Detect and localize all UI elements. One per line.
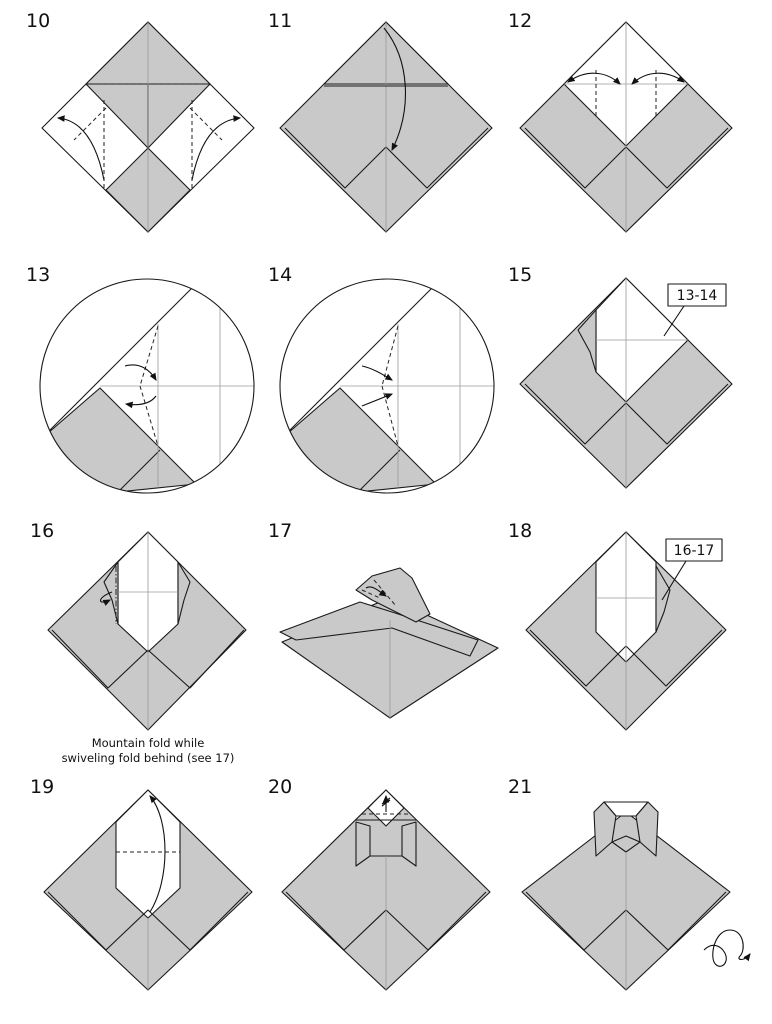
step-number: 13 (26, 264, 50, 286)
step-number: 20 (268, 776, 292, 798)
step-15: 15 13-14 (508, 264, 733, 489)
step-number: 16 (30, 520, 54, 542)
collar-knot (611, 835, 641, 853)
step-number: 19 (30, 776, 54, 798)
step-14: 14 (268, 264, 495, 494)
swivel-flap (577, 309, 597, 373)
step-20: 20 (268, 776, 491, 991)
step-number: 10 (26, 10, 50, 32)
step-12: 12 (508, 10, 733, 233)
step-17: 17 (268, 520, 499, 719)
step-number: 11 (268, 10, 292, 32)
fold-arrow-icon (361, 365, 393, 381)
left-flap (103, 561, 119, 625)
step-18: 18 16-17 (508, 520, 727, 731)
step-number: 12 (508, 10, 532, 32)
instruction-text: Mountain fold while (92, 736, 205, 750)
left-collar (593, 801, 617, 857)
callout-box (665, 538, 723, 562)
right-collar (635, 801, 659, 857)
magnified-view (39, 278, 255, 494)
upper-layer (279, 601, 479, 657)
step-10: 10 (26, 10, 255, 233)
callout-label: 13-14 (677, 288, 718, 304)
magnified-view (279, 278, 495, 494)
step-number: 18 (508, 520, 532, 542)
instruction-text: swiveling fold behind (see 17) (62, 751, 235, 765)
fold-arrow-icon (124, 364, 157, 381)
callout-box (667, 283, 727, 307)
step-19: 19 (30, 776, 253, 991)
fold-arrow-icon (99, 591, 113, 606)
step-number: 15 (508, 264, 532, 286)
turn-over-icon (703, 929, 751, 967)
fold-arrow-icon (56, 115, 105, 181)
fold-arrow-icon (365, 586, 387, 597)
step-13: 13 (26, 264, 255, 494)
fold-arrow-icon (361, 393, 394, 407)
fold-arrow-icon (631, 72, 685, 85)
callout-label: 16-17 (674, 543, 715, 559)
step-21: 21 (508, 776, 751, 991)
right-flap (177, 561, 191, 625)
step-11: 11 (268, 10, 493, 233)
fold-arrow-icon (567, 72, 621, 85)
step-number: 21 (508, 776, 532, 798)
fold-arrow-icon (149, 795, 166, 913)
fold-arrow-icon (191, 115, 242, 181)
step-number: 17 (268, 520, 292, 542)
step-16: 16 Mountain fold while swiveling fold be… (30, 520, 247, 765)
fold-arrow-icon (124, 395, 157, 409)
fold-arrow-icon (383, 27, 406, 151)
step-number: 14 (268, 264, 292, 286)
raised-flap (355, 567, 431, 623)
